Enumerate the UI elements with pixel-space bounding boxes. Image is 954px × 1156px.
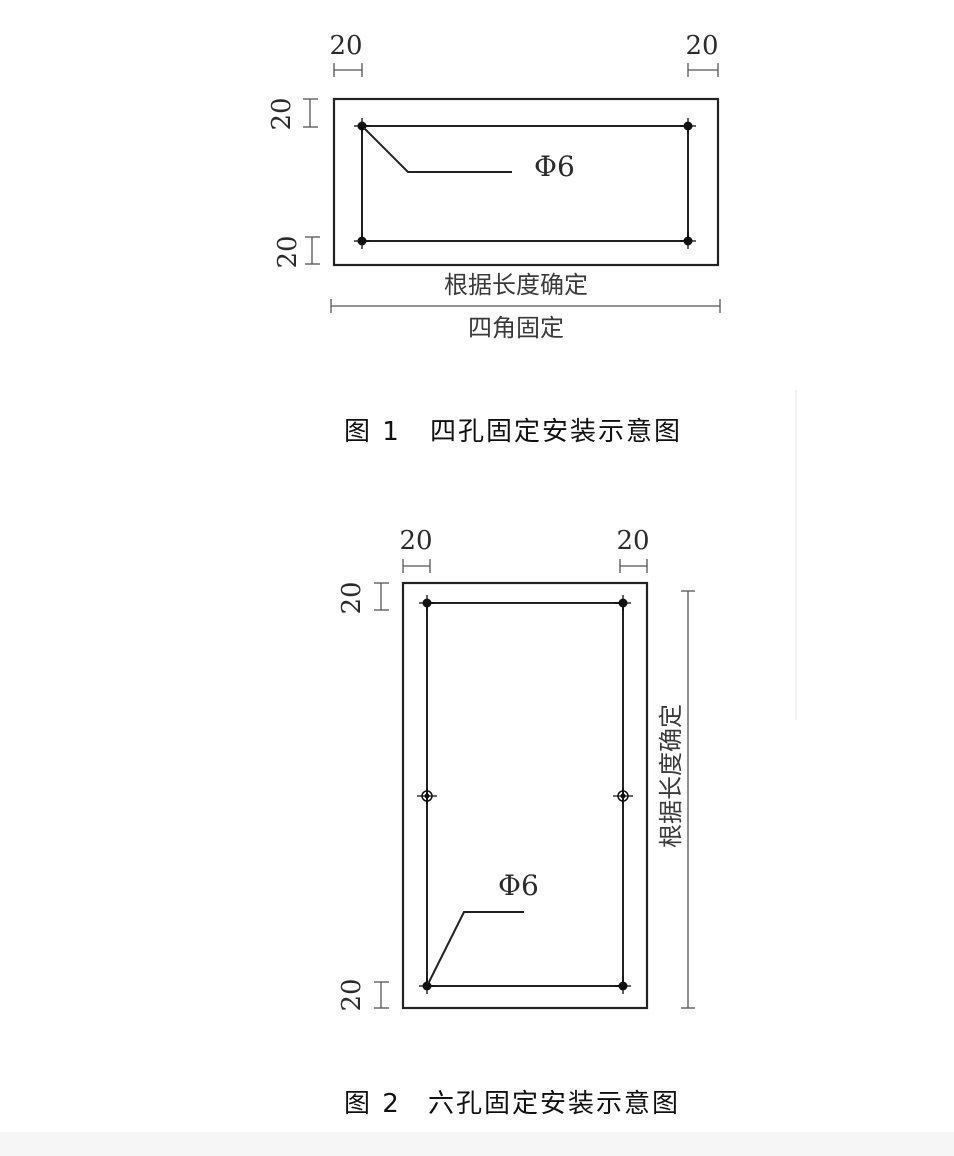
fig2-dim-left-bottom: 20: [337, 978, 367, 1011]
fig1-caption-title: 四孔固定安装示意图: [430, 417, 682, 447]
fig1-inner-frame: [361, 125, 689, 242]
fig1-hole-label: Φ6: [534, 150, 575, 183]
fig1-dim-top-left: 20: [329, 31, 362, 61]
fig2-hole-top-right: [615, 595, 631, 611]
fig2-hole-label: Φ6: [498, 869, 539, 902]
fig2-length-label: 根据长度确定: [657, 704, 685, 848]
fig2-dim-left-top: 20: [337, 581, 367, 614]
figure-1-caption: 图 1 四孔固定安装示意图: [344, 417, 682, 447]
fig2-hole-bottom-right: [615, 978, 631, 994]
fig2-dim-top-left-mark: [402, 559, 431, 573]
fig2-leader-line: [427, 911, 524, 985]
fig1-dim-top-right-mark: [687, 63, 719, 77]
fig1-dim-top-right: 20: [685, 31, 718, 61]
fig1-dim-top-left-mark: [333, 63, 363, 77]
fig2-dim-left-top-mark: [374, 582, 389, 611]
figure-2-caption: 图 2 六孔固定安装示意图: [344, 1089, 680, 1119]
fig1-caption-number: 图 1: [344, 417, 401, 447]
figure-1-four-hole-diagram: 20 20 20 20: [267, 31, 721, 342]
fig2-caption-title: 六孔固定安装示意图: [428, 1089, 680, 1119]
fig2-caption-number: 图 2: [344, 1089, 401, 1119]
page-edge-shadow: [795, 390, 797, 720]
fig1-length-label: 根据长度确定: [444, 271, 588, 299]
fig1-dim-left-top-mark: [303, 98, 318, 128]
fig1-dim-left-top: 20: [267, 97, 297, 130]
fig2-hole-bottom-left: [419, 978, 435, 994]
fig2-dim-left-bottom-mark: [374, 981, 389, 1009]
fig2-hole-top-left: [419, 595, 435, 611]
fig1-dim-left-bottom: 20: [273, 235, 303, 268]
fig2-outer-frame: [401, 581, 649, 1010]
fig2-length-dimension: [681, 590, 695, 1009]
fig1-width-dimension: [330, 299, 721, 313]
fig1-hole-bottom-left: [354, 233, 370, 249]
page-bottom-band: [0, 1132, 954, 1156]
fig2-hole-middle-right: [613, 788, 633, 804]
figure-2-six-hole-diagram: 20 20 20 20: [337, 526, 695, 1012]
fig1-dim-left-bottom-mark: [305, 236, 320, 265]
fig1-hole-bottom-right: [680, 233, 696, 249]
fig2-hole-middle-left: [417, 788, 437, 804]
fig1-outer-frame: [332, 97, 720, 267]
fig1-corner-label: 四角固定: [468, 314, 564, 342]
fig1-hole-top-right: [680, 118, 696, 134]
fig2-dim-top-right-mark: [619, 559, 648, 573]
fig1-leader-line: [363, 127, 512, 173]
fig2-dim-top-left: 20: [399, 526, 432, 556]
fig2-dim-top-right: 20: [616, 526, 649, 556]
